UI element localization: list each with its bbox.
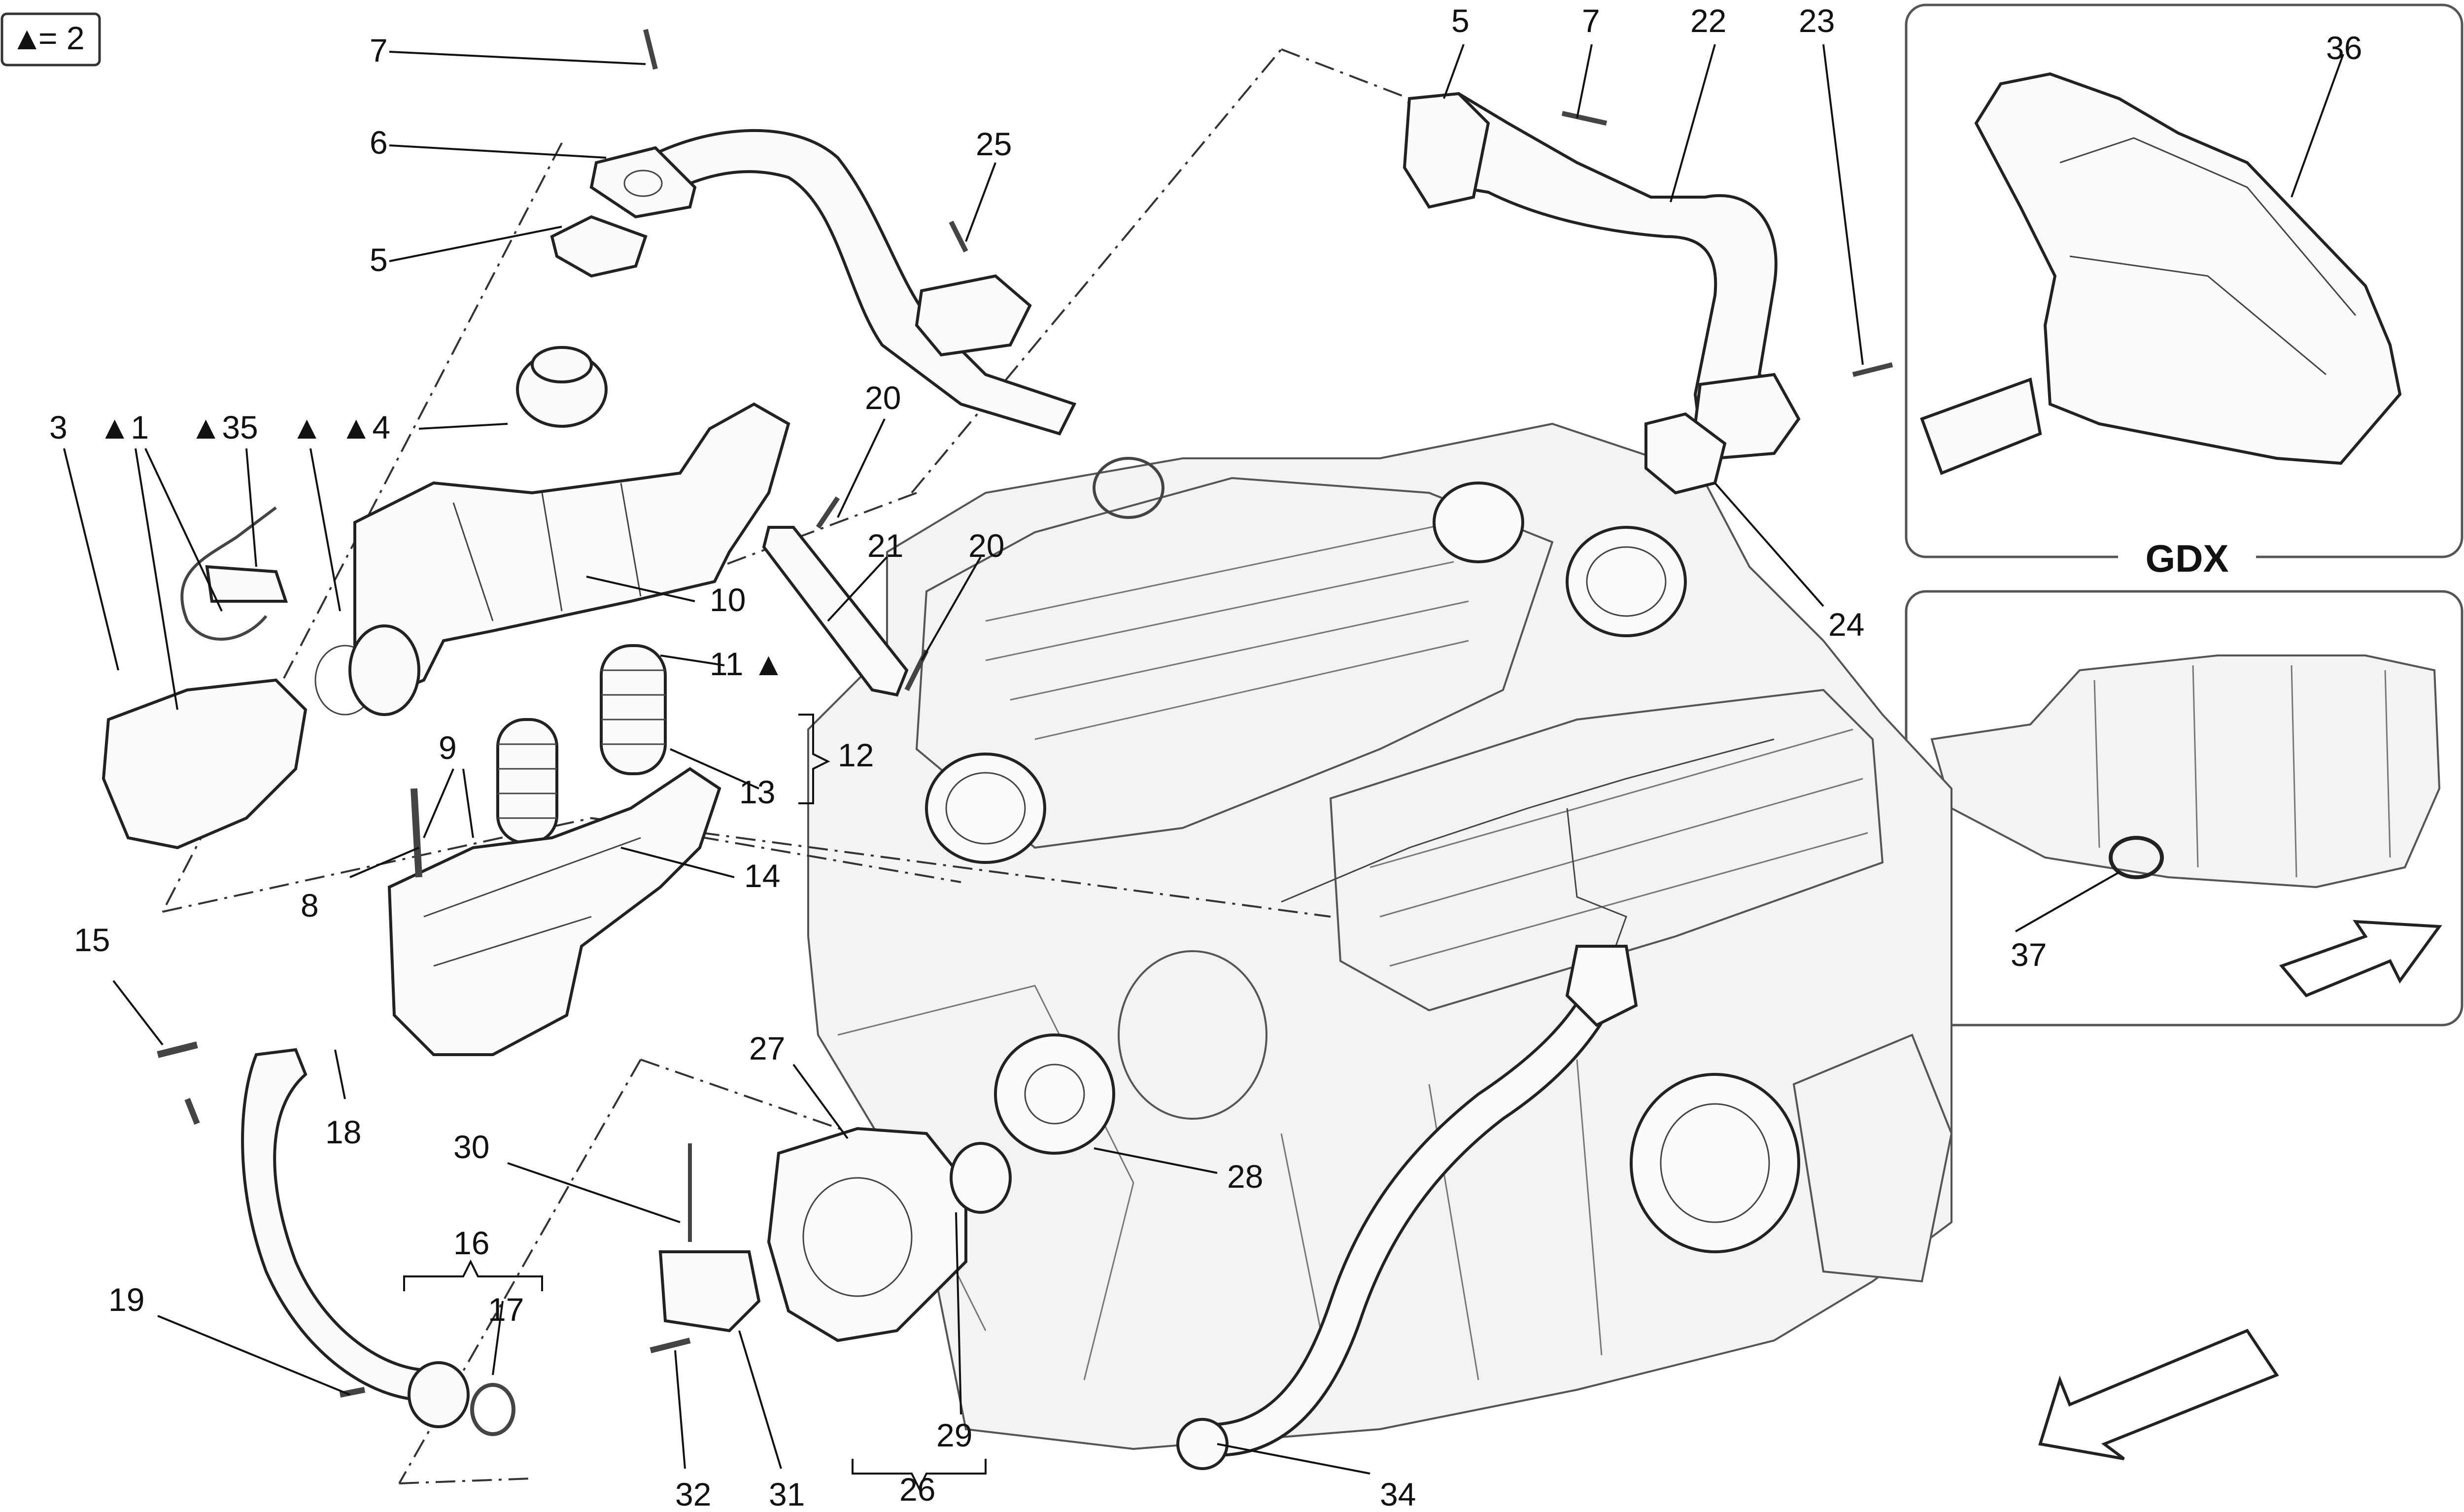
callout-13: 13 xyxy=(739,774,775,810)
callout-35: ▲35 xyxy=(190,409,258,446)
callout-11: 11 ▲ xyxy=(710,646,785,682)
callout-16: 16 xyxy=(453,1225,489,1261)
callout-7a: 7 xyxy=(370,32,388,69)
legend-box: ▲ = 2 xyxy=(0,12,101,67)
callout-28: 28 xyxy=(1227,1158,1263,1195)
callout-29: 29 xyxy=(936,1417,972,1453)
callout-36: 36 xyxy=(2326,30,2362,66)
direction-arrow-icon xyxy=(2279,920,2442,997)
parts-pipes xyxy=(102,29,1893,1470)
callout-9: 9 xyxy=(439,729,457,766)
bellows-hoses xyxy=(496,644,667,844)
leader-lines xyxy=(63,44,2344,1491)
callout-18: 18 xyxy=(325,1114,361,1150)
callout-26: 26 xyxy=(899,1471,935,1508)
engine-block xyxy=(807,422,1953,1450)
main-direction-arrow-icon xyxy=(2038,1329,2279,1460)
callout-12: 12 xyxy=(838,737,874,773)
callout-22: 22 xyxy=(1690,2,1726,39)
heat-shield-part xyxy=(1974,72,2402,465)
callout-31: 31 xyxy=(769,1476,805,1512)
callout-14: 14 xyxy=(744,858,780,894)
callout-10: 10 xyxy=(710,582,746,618)
callout-6: 6 xyxy=(370,124,388,161)
gasket-ring-37 xyxy=(2109,836,2164,879)
callout-30: 30 xyxy=(453,1129,489,1165)
callout-32: 32 xyxy=(675,1476,711,1512)
callout-4: ▲4 xyxy=(340,409,390,446)
callout-3: 3 xyxy=(49,409,68,446)
legend-text: = 2 xyxy=(38,20,85,56)
callout-20a: 20 xyxy=(865,379,901,416)
callout-labels: 7 6 5 25 5 7 22 23 36 3 ▲1 ▲35 ▲ ▲4 20 2… xyxy=(49,2,2362,1512)
manifold-part xyxy=(1930,654,2441,889)
callout-17: 17 xyxy=(488,1291,524,1328)
callout-21: 21 xyxy=(867,527,903,564)
inset-panel-gdx: GDX xyxy=(1905,3,2464,580)
callout-34: 34 xyxy=(1380,1476,1416,1512)
callout-5b: 5 xyxy=(1451,2,1470,39)
callout-37: 37 xyxy=(2011,936,2047,973)
callout-7b: 7 xyxy=(1582,2,1600,39)
callout-1: ▲1 xyxy=(99,409,149,446)
callout-8: 8 xyxy=(301,887,319,924)
callout-20b: 20 xyxy=(968,527,1004,564)
callout-25: 25 xyxy=(976,126,1012,162)
callout-triangle: ▲ xyxy=(291,409,323,446)
callout-5a: 5 xyxy=(370,241,388,278)
inset-title-gdx: GDX xyxy=(2145,537,2228,580)
callout-15: 15 xyxy=(74,922,110,958)
callout-27: 27 xyxy=(749,1030,785,1066)
callout-24: 24 xyxy=(1828,606,1864,643)
callout-19: 19 xyxy=(108,1281,144,1318)
legend-symbol: ▲ xyxy=(11,20,43,56)
inset-panel-lower xyxy=(1905,590,2464,1027)
callout-23: 23 xyxy=(1799,2,1835,39)
